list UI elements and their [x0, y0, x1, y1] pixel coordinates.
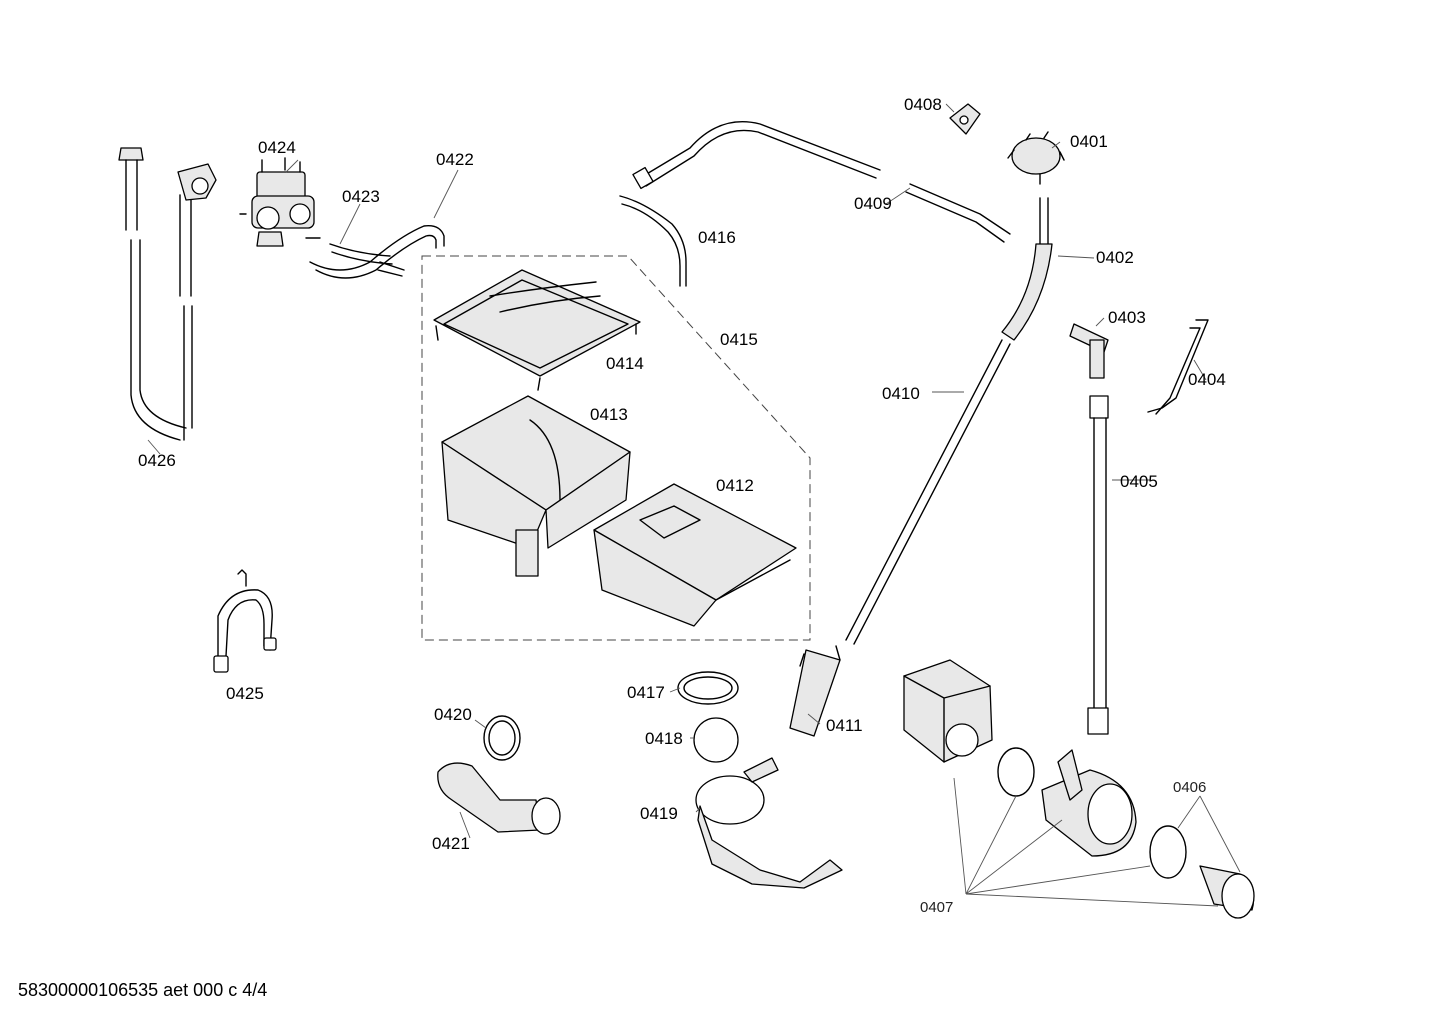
part-0413-dispenser-drawer — [441, 395, 631, 577]
label-0413: 0413 — [590, 405, 628, 424]
label-0423: 0423 — [342, 187, 380, 206]
part-0410-air-trap-tube — [845, 339, 1011, 645]
part-0419-sump-hose — [695, 757, 843, 889]
part-0407-pump-housing — [1041, 749, 1137, 857]
label-0424: 0424 — [258, 138, 296, 157]
part-0408-clamp — [949, 103, 981, 135]
label-0402: 0402 — [1096, 248, 1134, 267]
label-0422: 0422 — [436, 150, 474, 169]
part-0404-hose — [1147, 319, 1209, 415]
label-0412: 0412 — [716, 476, 754, 495]
label-0407: 0407 — [920, 899, 953, 916]
part-0416-hose — [619, 195, 687, 287]
label-0426: 0426 — [138, 451, 176, 470]
label-0409: 0409 — [854, 194, 892, 213]
part-0418-ball — [693, 717, 739, 763]
part-labels: 0424 0422 0423 0426 0416 0415 0414 0413 … — [138, 95, 1226, 916]
part-0407-drain-pump — [903, 659, 1035, 797]
label-0420: 0420 — [434, 705, 472, 724]
document-reference: 58300000106535 aet 000 c 4/4 — [18, 980, 268, 1000]
leader-lines — [147, 103, 1241, 907]
part-0417-ring — [677, 671, 739, 705]
part-0406-filter — [1199, 865, 1255, 919]
label-0405: 0405 — [1120, 472, 1158, 491]
label-0417: 0417 — [627, 683, 665, 702]
part-0411-air-chamber — [789, 645, 841, 737]
label-0414: 0414 — [606, 354, 644, 373]
label-0425: 0425 — [226, 684, 264, 703]
label-0406: 0406 — [1173, 779, 1206, 796]
part-0426-inlet-hose — [118, 147, 217, 441]
label-0418: 0418 — [645, 729, 683, 748]
label-0415: 0415 — [720, 330, 758, 349]
part-0424-inlet-valve — [239, 157, 321, 247]
label-0410: 0410 — [882, 384, 920, 403]
part-0414-drawer-lid — [433, 269, 641, 391]
part-0406-filter-seal — [1149, 825, 1187, 879]
part-0422-hose — [309, 225, 445, 279]
part-0401-pressure-switch — [1007, 131, 1065, 185]
part-0425-hose-bracket — [213, 569, 277, 673]
part-0420-ring — [483, 715, 521, 761]
label-0416: 0416 — [698, 228, 736, 247]
part-0421-hose — [437, 762, 561, 835]
group-0415-boundary — [421, 255, 811, 641]
label-0401: 0401 — [1070, 132, 1108, 151]
part-0403-t-connector — [1069, 323, 1109, 379]
label-0419: 0419 — [640, 804, 678, 823]
label-0403: 0403 — [1108, 308, 1146, 327]
label-0421: 0421 — [432, 834, 470, 853]
part-0409-hose — [632, 121, 1011, 243]
label-0411: 0411 — [826, 716, 863, 735]
part-0405-hose — [1087, 395, 1109, 735]
part-0402-pressure-hose — [1001, 197, 1053, 341]
part-0412-drawer-housing — [593, 483, 797, 627]
label-0408: 0408 — [904, 95, 942, 114]
part-0423-hose — [329, 243, 393, 265]
label-0404: 0404 — [1188, 370, 1226, 389]
